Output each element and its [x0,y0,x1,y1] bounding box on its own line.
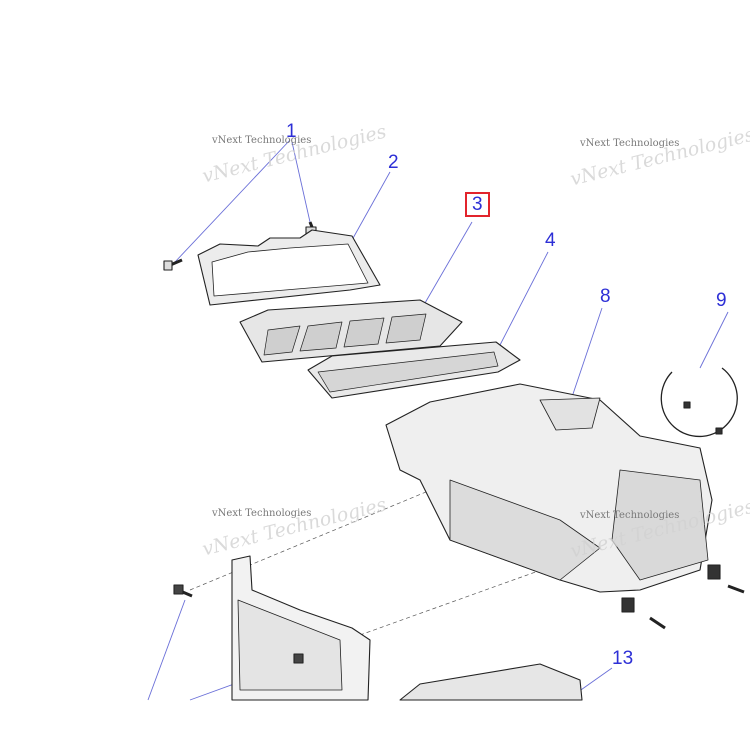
ring-clamp-part-9 [660,367,738,438]
leader-line-9 [699,311,729,369]
watermark: vNext Technologies vNext Technologies [200,120,389,188]
duct-opening [317,351,499,393]
leader-line-3 [424,221,473,304]
leader-line-1a [174,139,291,263]
leader-lines [147,139,729,701]
callout-2[interactable]: 2 [388,152,399,173]
leader-line-bottom-a [147,599,186,701]
screw-part-1a [163,258,183,271]
watermark: vNext Technologies vNext Technologies [200,493,389,561]
airbox-side-duct [611,469,709,581]
screw-bottom-mid [293,653,304,664]
dash-line-b [359,564,556,636]
callout-8[interactable]: 8 [600,286,611,307]
screw-bottom-left [173,584,193,598]
dash-line-a [189,481,451,591]
watermark: vNext Technologies vNext Technologies [568,123,750,191]
callout-3-highlighted[interactable]: 3 [465,192,490,217]
callout-1[interactable]: 1 [286,121,297,142]
lower-cover-panel [237,599,343,691]
grille-slats [263,313,427,356]
leader-line-1b [291,141,311,223]
watermark: vNext Technologies vNext Technologies [568,495,750,563]
lower-duct-part-13 [399,663,583,701]
fastener-group-right [621,401,745,630]
leader-line-8 [571,307,603,398]
gasket-frame-inner [211,243,369,297]
airbox-lower-face [449,479,601,581]
leader-line-2 [351,171,391,241]
callout-9[interactable]: 9 [716,290,727,311]
leader-line-4 [499,251,549,346]
parts [163,221,745,701]
callout-4[interactable]: 4 [545,230,556,251]
callout-13[interactable]: 13 [612,648,634,669]
leader-line-13 [577,667,613,693]
airbox-mount-tab [539,397,601,431]
